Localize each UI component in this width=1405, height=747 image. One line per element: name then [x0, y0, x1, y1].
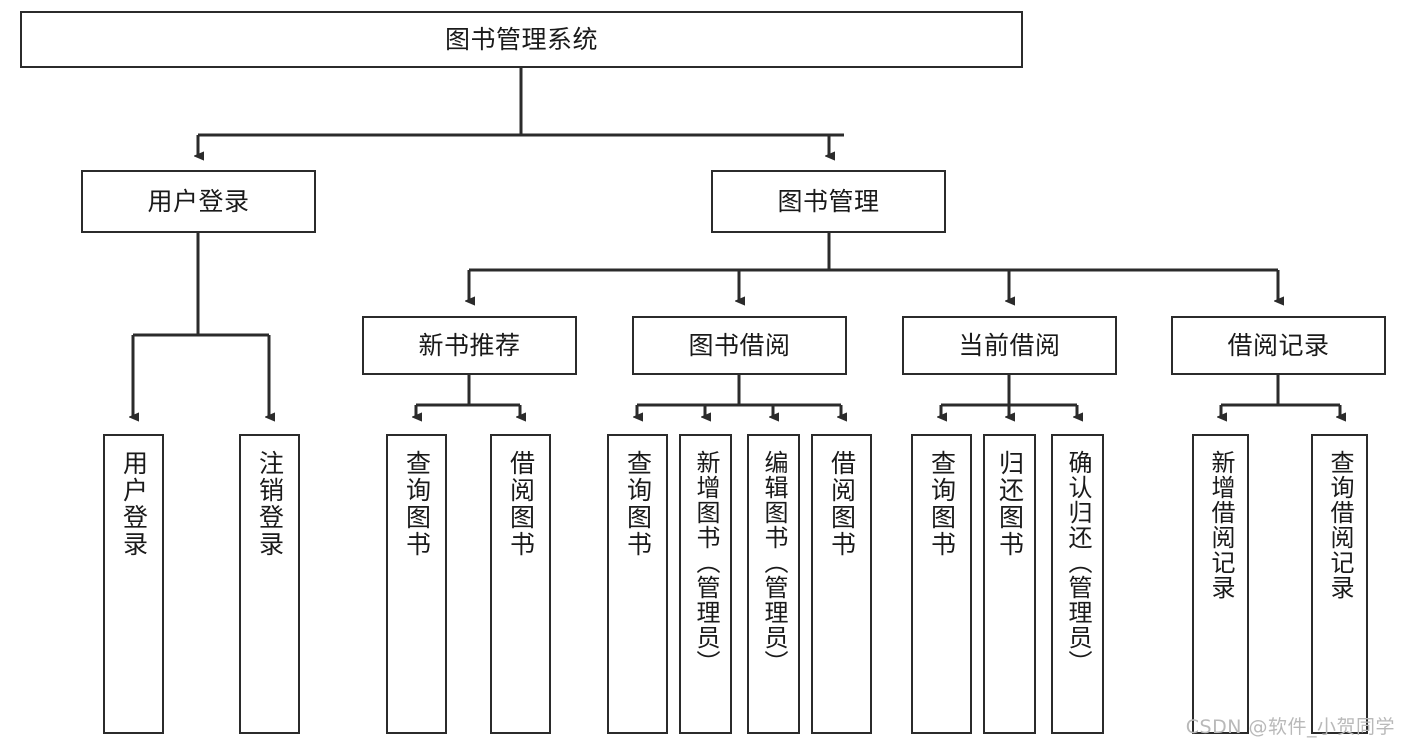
node-label: 借阅记录 — [1227, 330, 1330, 360]
node-leaf-query-book-borrow[interactable]: 查询图书 — [607, 434, 668, 734]
node-label: 新增借阅记录 — [1206, 450, 1235, 600]
node-leaf-logout[interactable]: 注销登录 — [239, 434, 300, 734]
node-label: 确认归还（管理员） — [1063, 450, 1092, 675]
node-leaf-confirm-return-admin[interactable]: 确认归还（管理员） — [1051, 434, 1104, 734]
node-leaf-user-login[interactable]: 用户登录 — [103, 434, 164, 734]
node-label: 图书管理 — [777, 186, 880, 216]
node-label: 新书推荐 — [418, 330, 521, 360]
node-leaf-add-borrow-record[interactable]: 新增借阅记录 — [1192, 434, 1249, 734]
node-label: 借阅图书 — [827, 450, 857, 558]
node-label: 查询借阅记录 — [1325, 450, 1354, 600]
node-user-login[interactable]: 用户登录 — [81, 170, 316, 233]
node-label: 归还图书 — [995, 450, 1025, 558]
node-label: 当前借阅 — [958, 330, 1061, 360]
node-current-borrow[interactable]: 当前借阅 — [902, 316, 1117, 375]
node-label: 查询图书 — [623, 450, 653, 558]
node-leaf-borrow-book[interactable]: 借阅图书 — [811, 434, 872, 734]
node-leaf-return-book[interactable]: 归还图书 — [983, 434, 1036, 734]
node-leaf-borrow-book-new[interactable]: 借阅图书 — [490, 434, 551, 734]
node-leaf-query-book-current[interactable]: 查询图书 — [911, 434, 972, 734]
node-label: 借阅图书 — [506, 450, 536, 558]
node-label: 查询图书 — [927, 450, 957, 558]
node-leaf-query-book-new[interactable]: 查询图书 — [386, 434, 447, 734]
node-label: 用户登录 — [119, 450, 149, 558]
node-label: 图书借阅 — [688, 330, 791, 360]
node-label: 编辑图书（管理员） — [759, 450, 788, 675]
node-label: 图书管理系统 — [444, 24, 598, 54]
node-leaf-add-book-admin[interactable]: 新增图书（管理员） — [679, 434, 732, 734]
node-label: 注销登录 — [255, 450, 285, 558]
node-book-management[interactable]: 图书管理 — [711, 170, 946, 233]
node-root-book-management-system[interactable]: 图书管理系统 — [20, 11, 1023, 68]
node-label: 新增图书（管理员） — [691, 450, 720, 675]
watermark: CSDN @软件_小贺同学 — [1185, 716, 1395, 738]
node-leaf-query-borrow-record[interactable]: 查询借阅记录 — [1311, 434, 1368, 734]
node-borrow-record[interactable]: 借阅记录 — [1171, 316, 1386, 375]
node-new-book-recommend[interactable]: 新书推荐 — [362, 316, 577, 375]
node-label: 用户登录 — [147, 186, 250, 216]
node-leaf-edit-book-admin[interactable]: 编辑图书（管理员） — [747, 434, 800, 734]
node-label: 查询图书 — [402, 450, 432, 558]
node-book-borrow[interactable]: 图书借阅 — [632, 316, 847, 375]
